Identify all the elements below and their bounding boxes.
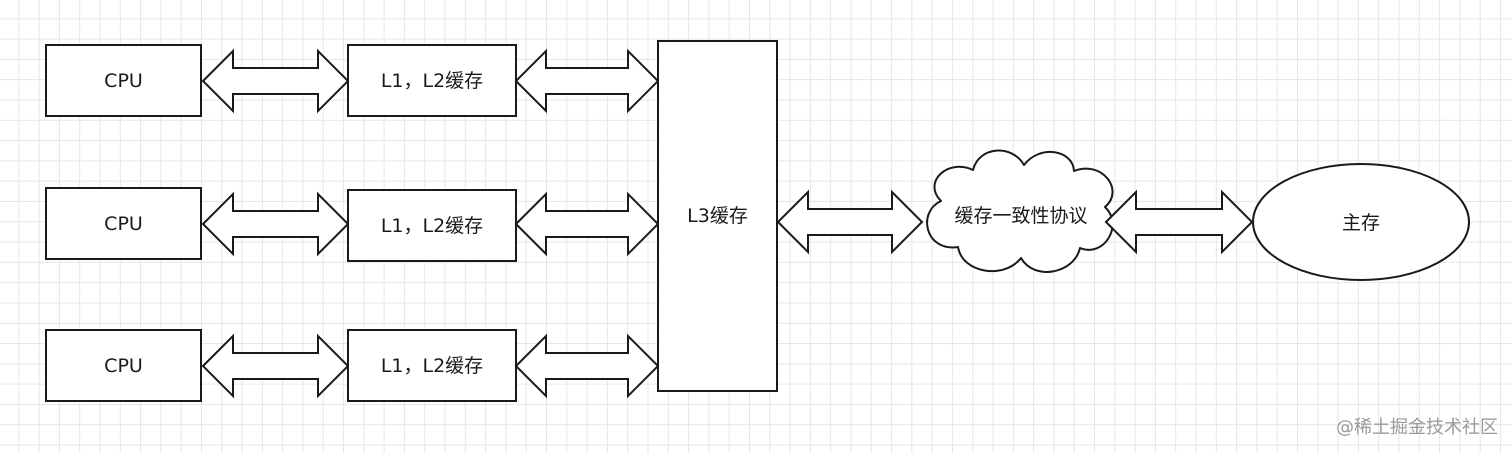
- l1-l2-cache-box-3: L1，L2缓存: [347, 329, 517, 402]
- main-memory-ellipse: 主存: [1252, 163, 1470, 281]
- cpu-label-1: CPU: [104, 70, 143, 92]
- double-arrow-cache-l3-3: [514, 333, 660, 399]
- double-arrow-coherence-memory: [1104, 189, 1254, 255]
- l1-l2-cache-label-3: L1，L2缓存: [381, 355, 483, 377]
- double-arrow-cpu-cache-2: [201, 191, 350, 257]
- l3-cache-box: L3缓存: [657, 40, 778, 392]
- l3-cache-label: L3缓存: [687, 205, 748, 227]
- cache-coherence-cloud: 缓存一致性协议: [926, 149, 1114, 273]
- main-memory-label: 主存: [1342, 212, 1380, 234]
- double-arrow-l3-coherence: [776, 189, 924, 255]
- cache-coherence-label: 缓存一致性协议: [954, 205, 1087, 227]
- l1-l2-cache-label-2: L1，L2缓存: [381, 215, 483, 237]
- l1-l2-cache-box-2: L1，L2缓存: [347, 189, 517, 262]
- double-arrow-cache-l3-2: [514, 191, 660, 257]
- cpu-box-2: CPU: [45, 187, 202, 260]
- l1-l2-cache-box-1: L1，L2缓存: [347, 44, 517, 117]
- watermark-text: @稀土掘金技术社区: [1336, 417, 1498, 438]
- cpu-box-3: CPU: [45, 329, 202, 402]
- cpu-label-3: CPU: [104, 355, 143, 377]
- double-arrow-cpu-cache-1: [201, 48, 350, 114]
- cpu-box-1: CPU: [45, 44, 202, 117]
- double-arrow-cache-l3-1: [514, 48, 660, 114]
- cpu-label-2: CPU: [104, 213, 143, 235]
- double-arrow-cpu-cache-3: [201, 333, 350, 399]
- l1-l2-cache-label-1: L1，L2缓存: [381, 70, 483, 92]
